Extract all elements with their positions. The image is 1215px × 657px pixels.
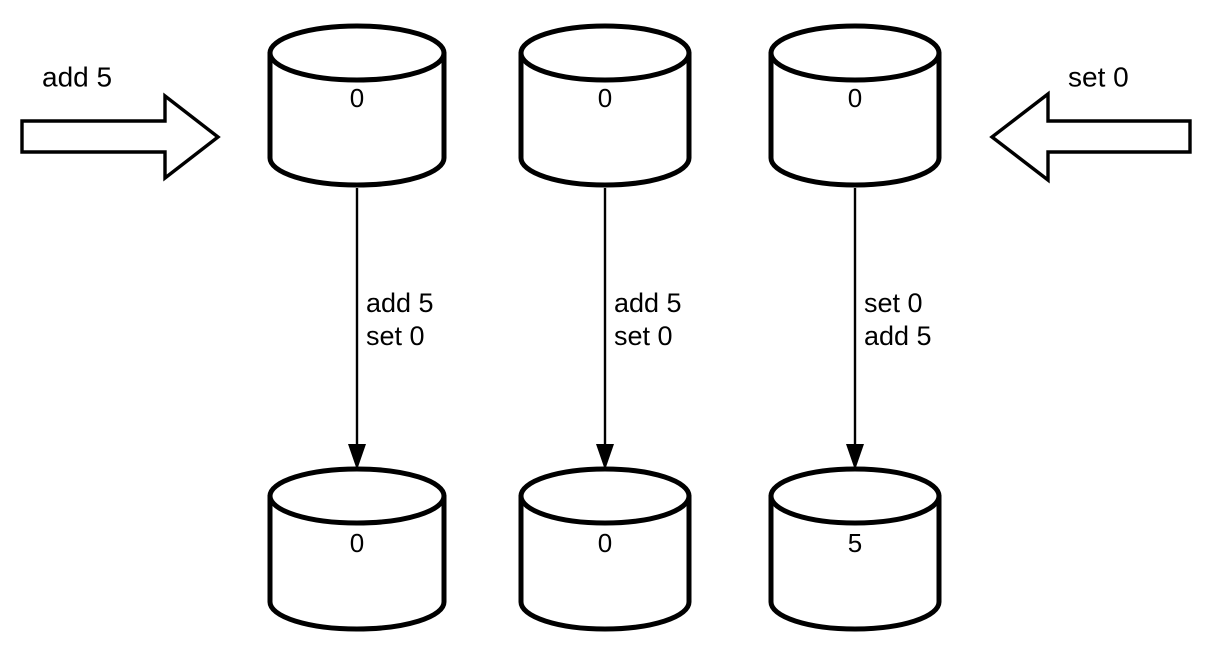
replica-1-top-database-icon: 0 (267, 23, 447, 188)
replica-1-operations: add 5 set 0 (366, 288, 434, 351)
replica-1-operation-1: add 5 (366, 288, 434, 318)
external-input-right-label: set 0 (1068, 61, 1129, 92)
replica-3-column: 0 set 0 add 5 5 (768, 23, 942, 632)
external-input-left: add 5 (20, 61, 221, 182)
replica-2-column: 0 add 5 set 0 0 (518, 23, 692, 632)
replica-1-operation-2: set 0 (366, 321, 425, 351)
replica-3-bottom-database-icon: 5 (768, 466, 942, 632)
replica-3-flow-arrow (846, 188, 864, 470)
replica-1-column: 0 add 5 set 0 0 (267, 23, 447, 632)
arrow-right-icon (20, 92, 221, 182)
replica-2-operation-2: set 0 (614, 321, 673, 351)
replica-1-bottom-database-icon: 0 (267, 466, 447, 632)
replica-1-final-value: 0 (350, 528, 364, 558)
external-input-right: set 0 (989, 61, 1192, 184)
replica-1-flow-arrow (348, 188, 366, 470)
replica-2-operations: add 5 set 0 (614, 288, 682, 351)
replica-2-flow-arrow (596, 188, 614, 470)
external-input-left-label: add 5 (42, 61, 112, 92)
replica-2-bottom-database-icon: 0 (518, 466, 692, 632)
replica-3-final-value: 5 (848, 528, 862, 558)
replica-2-top-database-icon: 0 (518, 23, 692, 188)
replica-3-operations: set 0 add 5 (864, 288, 932, 351)
replica-1-initial-value: 0 (350, 83, 364, 113)
arrow-left-icon (989, 90, 1192, 184)
replica-2-operation-1: add 5 (614, 288, 682, 318)
replica-3-operation-1: set 0 (864, 288, 923, 318)
replica-3-operation-2: add 5 (864, 321, 932, 351)
replica-2-final-value: 0 (598, 528, 612, 558)
replica-2-initial-value: 0 (598, 83, 612, 113)
replica-3-initial-value: 0 (848, 83, 862, 113)
replica-3-top-database-icon: 0 (768, 23, 942, 188)
